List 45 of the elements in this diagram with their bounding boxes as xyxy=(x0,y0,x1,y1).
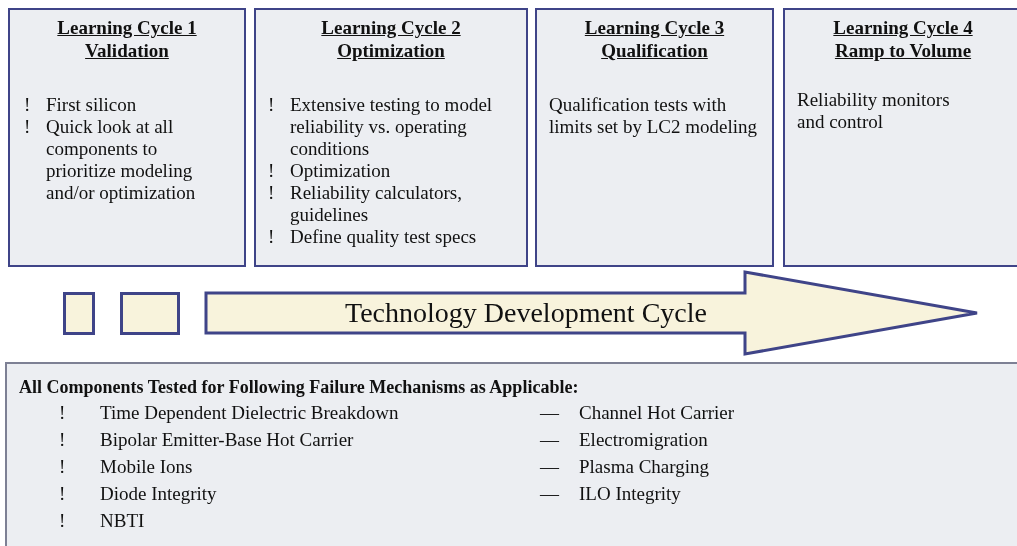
cycle-card xyxy=(254,8,528,267)
list-item: Channel Hot Carrier xyxy=(579,402,735,424)
bullet-mark: ! xyxy=(268,226,276,248)
list-item: Bipolar Emitter-Base Hot Carrier xyxy=(100,429,354,451)
list-item: Optimization xyxy=(290,160,391,182)
list-item: Diode Integrity xyxy=(100,483,217,505)
list-item: Define quality test specs xyxy=(290,226,477,248)
bullet-mark: ! xyxy=(268,94,276,117)
list-item: Time Dependent Dielectric Breakdown xyxy=(100,402,399,424)
cycle-card xyxy=(783,8,1017,267)
bullet-mark: ! xyxy=(24,116,32,139)
arrow-label: Technology Development Cycle xyxy=(345,297,707,329)
dash-mark: — xyxy=(540,456,559,478)
dash-mark: — xyxy=(540,429,559,451)
bullet-mark: ! xyxy=(24,94,32,116)
list-item: NBTI xyxy=(100,510,145,532)
dash-mark: — xyxy=(540,402,559,424)
card-heading: Learning Cycle 1 Validation xyxy=(56,16,198,62)
list-item: Quick look at all components to prioritize modeling and/or optimization xyxy=(46,116,197,204)
list-item: Electromigration xyxy=(579,429,708,451)
bullet-mark: ! xyxy=(59,402,66,424)
bullet-mark: ! xyxy=(59,429,66,451)
bullet-mark: ! xyxy=(59,510,66,532)
bullet-mark: ! xyxy=(268,182,276,205)
card-text: Reliability monitors and control xyxy=(797,89,951,133)
list-item: ILO Integrity xyxy=(579,483,681,505)
list-item: Mobile Ions xyxy=(100,456,193,478)
bullet-mark: ! xyxy=(268,160,276,182)
bullet-mark: ! xyxy=(59,456,66,478)
cycle-card xyxy=(8,8,246,267)
card-heading: Learning Cycle 2 Optimization xyxy=(320,16,462,62)
card-text: Qualification tests with limits set by LC2 modeling xyxy=(549,94,758,138)
square-box xyxy=(63,292,95,335)
square-box xyxy=(120,292,180,335)
cycle-card xyxy=(535,8,774,267)
card-heading: Learning Cycle 3 Qualification xyxy=(583,16,726,62)
card-heading: Learning Cycle 4 Ramp to Volume xyxy=(832,16,974,62)
list-item: Plasma Charging xyxy=(579,456,709,478)
panel-heading: All Components Tested for Following Failure Mechanisms as Applicable: xyxy=(19,376,579,398)
list-item: Reliability calculators, guidelines xyxy=(290,182,463,226)
panel xyxy=(5,362,1017,546)
dash-mark: — xyxy=(540,483,559,505)
bullet-mark: ! xyxy=(59,483,66,505)
list-item: Extensive testing to model reliability vs. operating conditions xyxy=(290,94,494,160)
list-item: First silicon xyxy=(46,94,137,116)
